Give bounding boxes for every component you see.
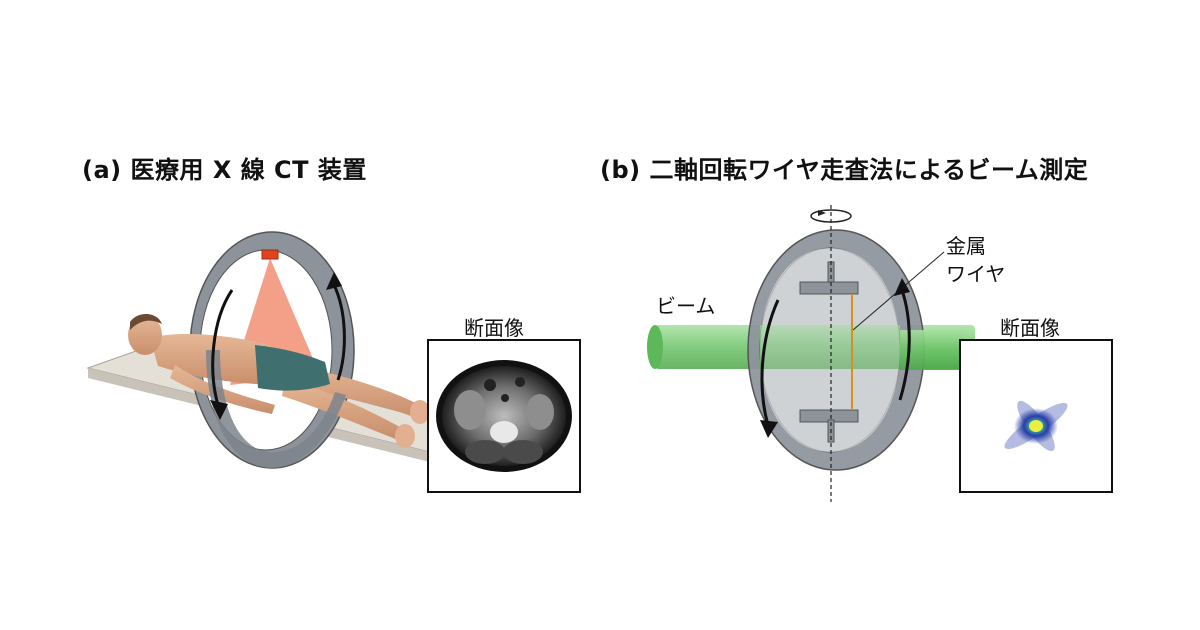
wire-label-line1: 金属 bbox=[946, 234, 986, 258]
wire-label: 金属 ワイヤ bbox=[946, 232, 1005, 288]
axis-rotation-mark bbox=[810, 209, 852, 223]
beam-section-label: 断面像 bbox=[1000, 316, 1060, 340]
ring-rotation-arrow-left bbox=[760, 299, 780, 426]
ring-rotation-arrow-right bbox=[898, 289, 911, 401]
ct-section-box bbox=[427, 339, 581, 493]
axis-rotation-arrowhead bbox=[818, 210, 826, 216]
rotation-arrow-left bbox=[211, 289, 234, 406]
ring-rotation-arrowhead-right bbox=[894, 278, 910, 296]
wire-label-line2: ワイヤ bbox=[946, 262, 1006, 286]
rotation-arrowhead-left bbox=[210, 400, 228, 420]
beam-inner bbox=[760, 325, 900, 369]
panel-a-title: (a) 医療用 X 線 CT 装置 bbox=[82, 156, 367, 184]
wire-holder-top bbox=[799, 261, 859, 295]
ct-section-label: 断面像 bbox=[464, 316, 524, 340]
ring-rotation-arrowhead-left bbox=[760, 420, 778, 438]
beam-label: ビーム bbox=[656, 294, 716, 318]
beam-section-box bbox=[959, 339, 1113, 493]
xray-source bbox=[261, 249, 279, 260]
panel-b-title: (b) 二軸回転ワイヤ走査法によるビーム測定 bbox=[600, 156, 1089, 184]
rotation-arrow-right bbox=[332, 284, 346, 381]
ct-ring-front bbox=[206, 350, 346, 468]
rotation-arrowhead-right bbox=[326, 272, 342, 290]
